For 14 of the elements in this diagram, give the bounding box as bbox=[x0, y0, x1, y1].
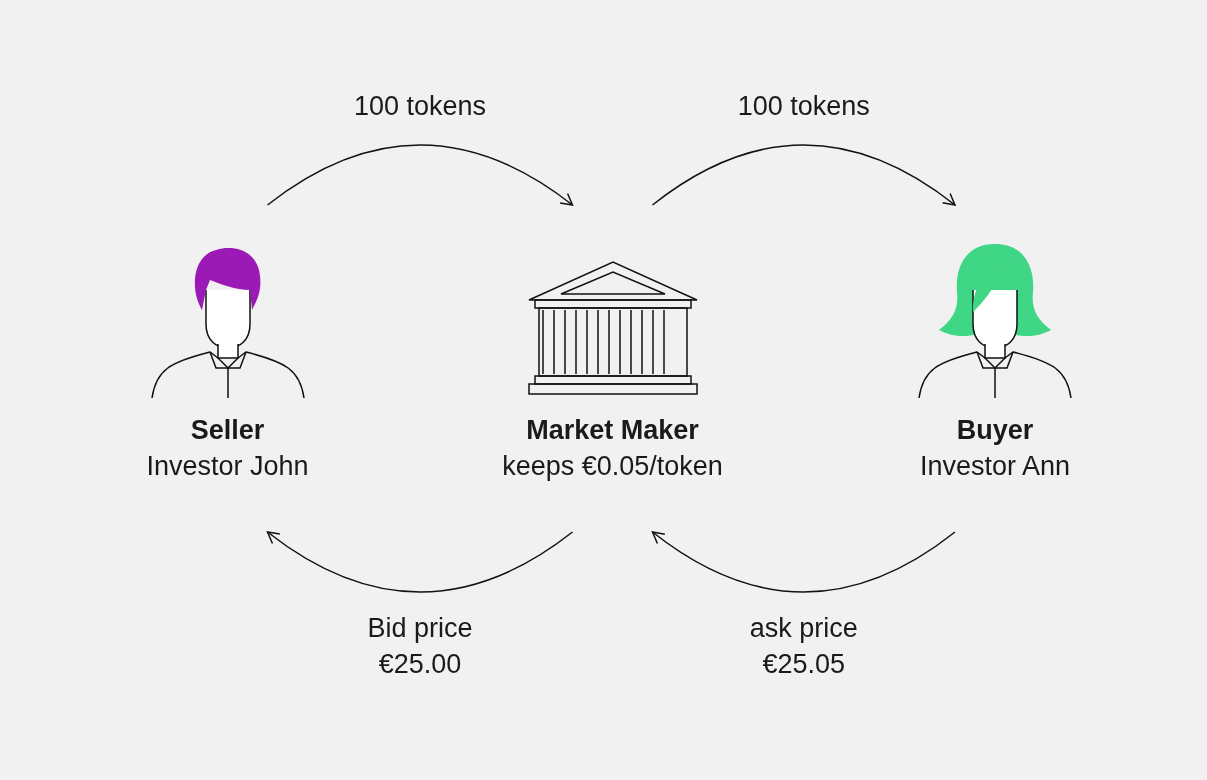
edge-label: ask price €25.05 bbox=[748, 612, 859, 681]
curved-arrow bbox=[266, 531, 574, 593]
curved-arrow bbox=[266, 144, 574, 206]
edge-label: Bid price €25.00 bbox=[366, 612, 474, 681]
role-title: Seller bbox=[190, 414, 265, 447]
role-subtitle: Investor John bbox=[146, 450, 309, 483]
curved-arrow bbox=[651, 531, 956, 593]
curved-arrow bbox=[651, 144, 956, 206]
edge-label: 100 tokens bbox=[737, 90, 870, 123]
role-subtitle: Investor Ann bbox=[919, 450, 1071, 483]
role-title: Market Maker bbox=[526, 414, 699, 447]
role-subtitle: keeps €0.05/token bbox=[502, 450, 723, 483]
role-title: Buyer bbox=[956, 414, 1034, 447]
edge-label: 100 tokens bbox=[353, 90, 487, 123]
